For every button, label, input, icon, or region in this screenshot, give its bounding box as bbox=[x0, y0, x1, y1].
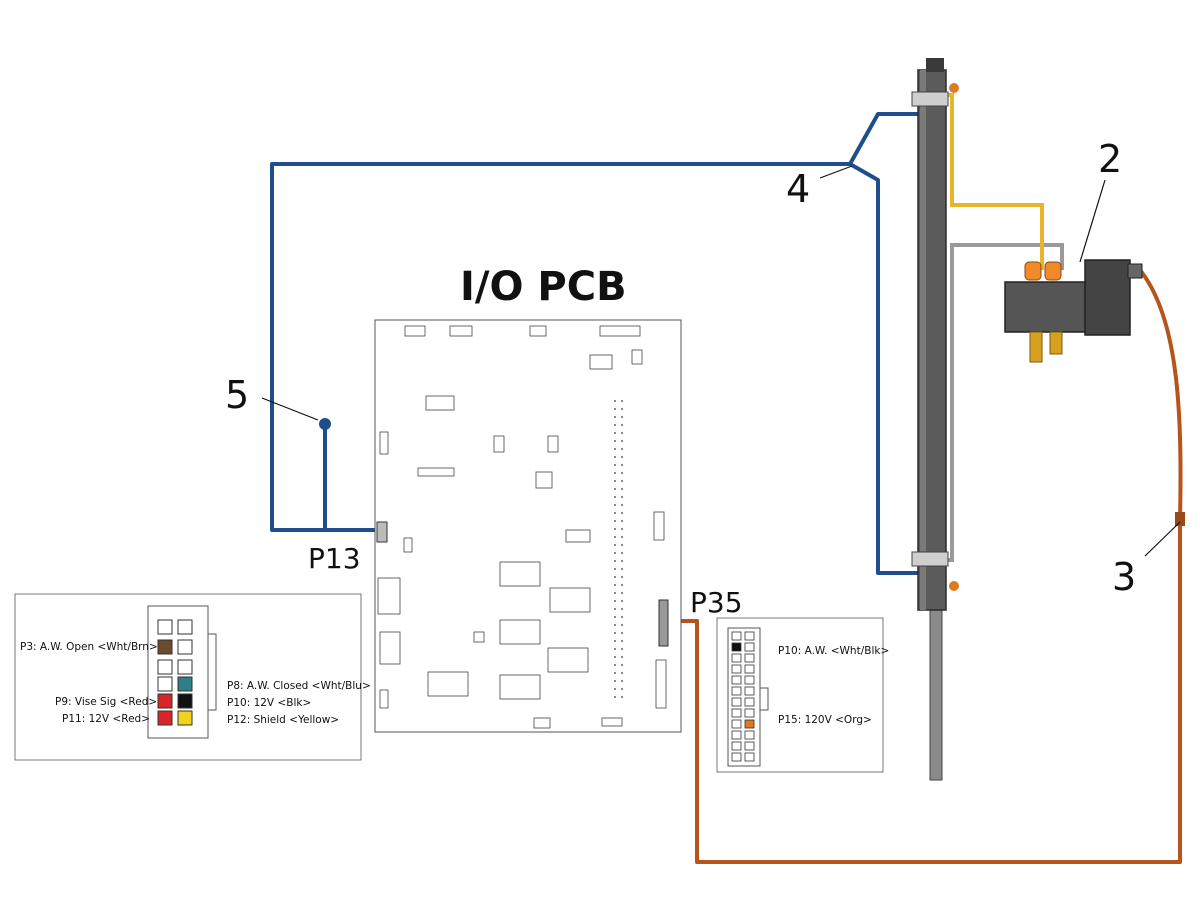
p35-pin-cell bbox=[744, 653, 755, 663]
p13-label: P13 bbox=[308, 542, 361, 575]
p35-pin-cell bbox=[744, 697, 755, 707]
orange-cable bbox=[668, 268, 1183, 864]
p13-pin-p10: P10: 12V <Blk> bbox=[227, 697, 311, 709]
p13-pin-p11: P11: 12V <Red> bbox=[62, 713, 150, 725]
p35-pinout-inset: P10: A.W. <Wht/Blk> P15: 120V <Org> bbox=[716, 617, 889, 773]
callout-2: 2 bbox=[1098, 137, 1122, 181]
p35-pin-cell bbox=[731, 675, 742, 685]
p35-pin-p10: P10: A.W. <Wht/Blk> bbox=[778, 645, 889, 657]
p13-pinout-inset: P3: A.W. Open <Wht/Brn> P9: Vise Sig <Re… bbox=[14, 593, 371, 761]
callout-leaders bbox=[261, 165, 1181, 557]
p13-pin-p8: P8: A.W. Closed <Wht/Blu> bbox=[227, 680, 371, 692]
p35-pin-cell bbox=[731, 708, 742, 718]
callout-5: 5 bbox=[225, 373, 249, 417]
cable-splice bbox=[1175, 512, 1185, 526]
p35-header bbox=[658, 599, 669, 647]
p35-pin-cell bbox=[731, 730, 742, 740]
p35-pin-cell bbox=[744, 730, 755, 740]
solenoid-valve bbox=[1004, 259, 1143, 363]
p35-pin-cell bbox=[731, 752, 742, 762]
p35-pin-cell bbox=[744, 686, 755, 696]
p35-pin-cell bbox=[731, 686, 742, 696]
p35-pin-cell bbox=[731, 631, 742, 641]
p13-pin-p9: P9: Vise Sig <Red> bbox=[55, 696, 157, 708]
p35-pin-cell bbox=[744, 708, 755, 718]
p35-pin-cell bbox=[731, 719, 742, 729]
io-pcb-board bbox=[374, 319, 682, 733]
p35-pin-cell bbox=[744, 675, 755, 685]
p35-pin-cell bbox=[731, 642, 742, 652]
p35-pin-p15: P15: 120V <Org> bbox=[778, 714, 872, 726]
p35-pin-cell bbox=[731, 741, 742, 751]
p35-label: P35 bbox=[690, 586, 743, 619]
air-cylinder bbox=[911, 58, 959, 781]
callout-3: 3 bbox=[1112, 555, 1136, 599]
callout-4: 4 bbox=[786, 167, 810, 211]
p35-pin-cell bbox=[744, 741, 755, 751]
p13-header bbox=[376, 521, 388, 543]
blue-cable bbox=[270, 112, 918, 575]
p35-pin-cell bbox=[744, 719, 755, 729]
p35-pin-cell bbox=[744, 752, 755, 762]
p35-pin-cell bbox=[731, 697, 742, 707]
grey-wires bbox=[946, 243, 1064, 562]
p13-pin-p12: P12: Shield <Yellow> bbox=[227, 714, 339, 726]
p35-pin-cell bbox=[744, 664, 755, 674]
p35-pin-cell bbox=[731, 664, 742, 674]
cable-end-cap bbox=[319, 418, 331, 430]
p35-pin-cell bbox=[744, 631, 755, 641]
p35-pin-cell bbox=[731, 653, 742, 663]
p35-pin-cell bbox=[744, 642, 755, 652]
yellow-air-line bbox=[948, 93, 1044, 270]
p13-pin-p3: P3: A.W. Open <Wht/Brn> bbox=[20, 641, 158, 653]
pcb-title: I/O PCB bbox=[460, 264, 627, 310]
